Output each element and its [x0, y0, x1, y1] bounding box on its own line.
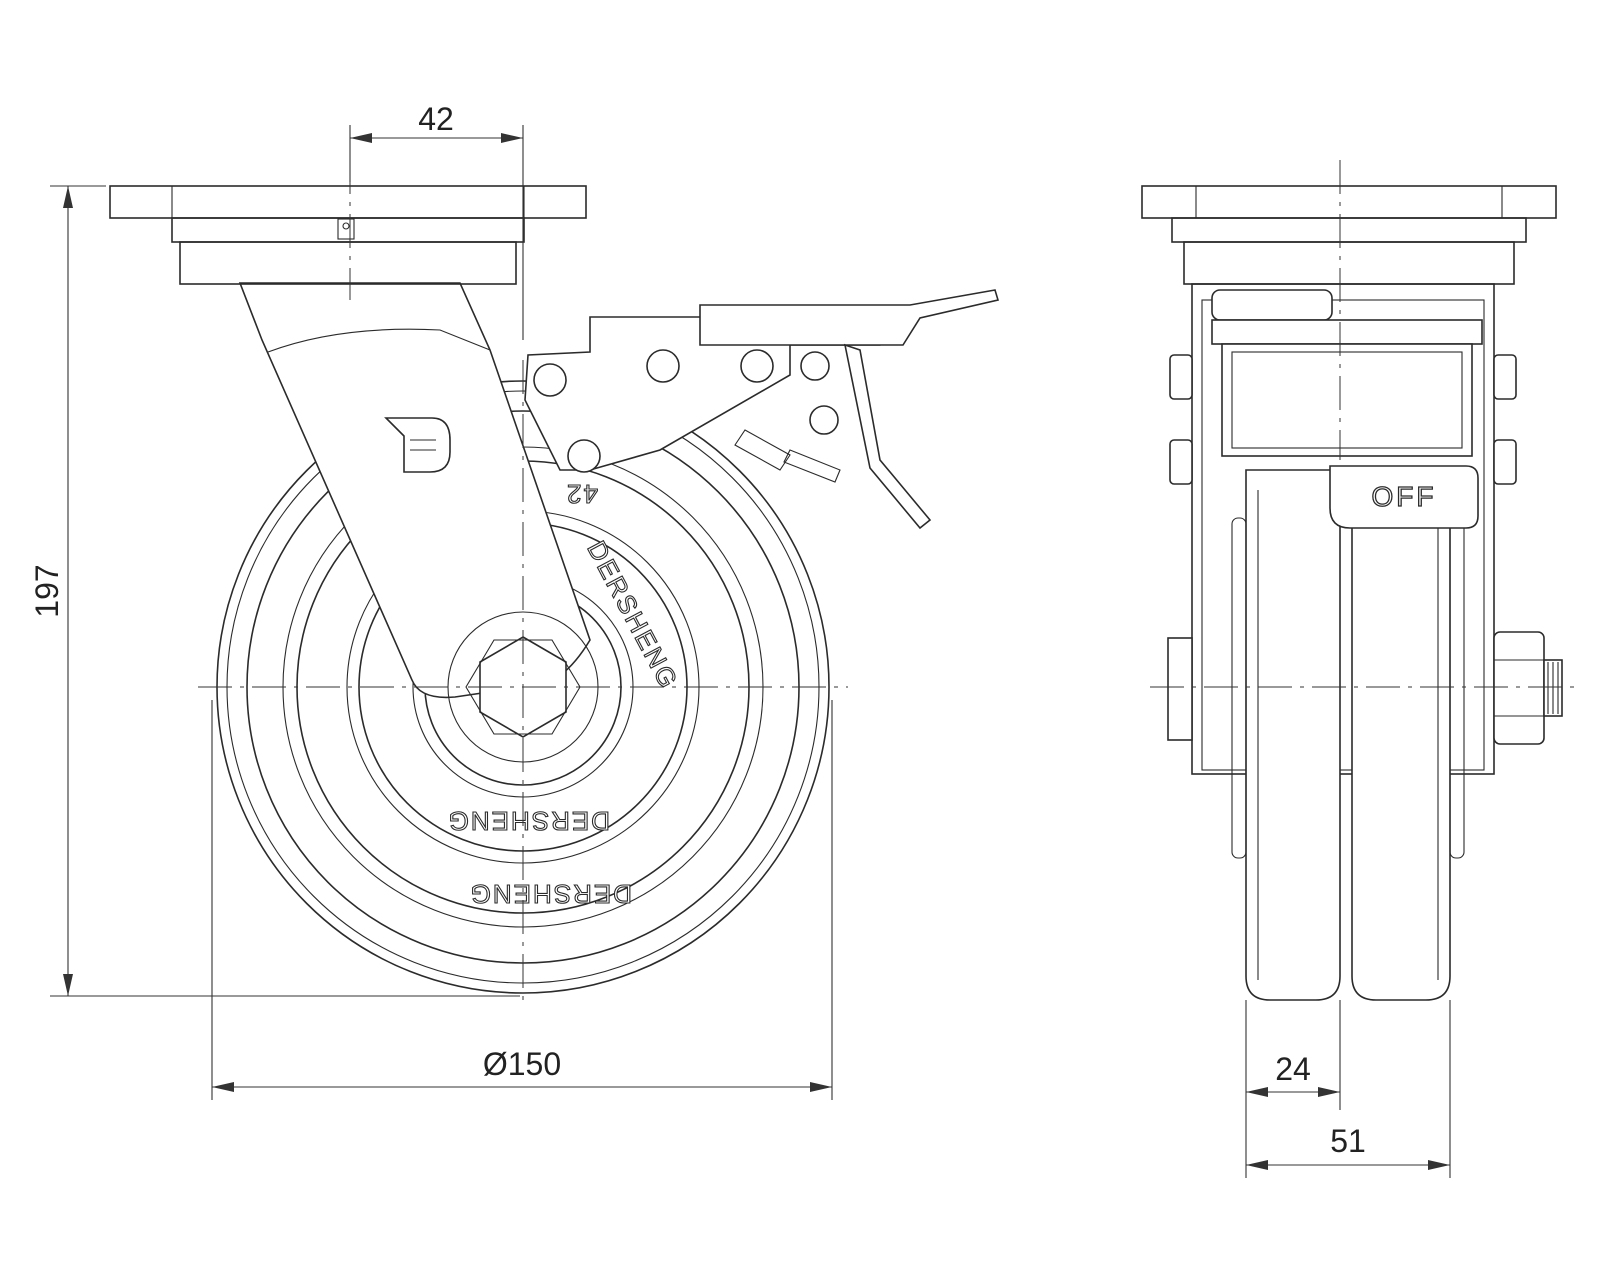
side-view: 42 DERSHENG DERSHENG DERSHENG	[109, 160, 1000, 1000]
brand-text-upper: DERSHENG	[581, 536, 684, 694]
dim-diameter-label: Ø150	[483, 1046, 561, 1082]
brake-status-label: OFF	[1372, 481, 1437, 512]
top-plate	[109, 185, 587, 285]
dim-width-label: 51	[1330, 1123, 1366, 1159]
brand-text-outer: DERSHENG	[469, 879, 632, 909]
fork-leg	[238, 282, 591, 699]
dim-offset-label: 42	[418, 101, 454, 137]
rim-number: 42	[565, 479, 598, 509]
brand-logo-icon	[384, 417, 451, 473]
front-view: OFF	[1141, 160, 1575, 1001]
brake-shoe	[1329, 465, 1479, 529]
brand-text-inner: DERSHENG	[447, 806, 610, 836]
dimension-lines-front: 24 51	[1245, 1000, 1451, 1178]
dim-height-label: 197	[29, 564, 65, 617]
dimension-lines-side: 42 197 Ø150	[29, 101, 833, 1100]
brake-assembly: 42	[524, 289, 1000, 530]
dim-tread-label: 24	[1275, 1051, 1311, 1087]
